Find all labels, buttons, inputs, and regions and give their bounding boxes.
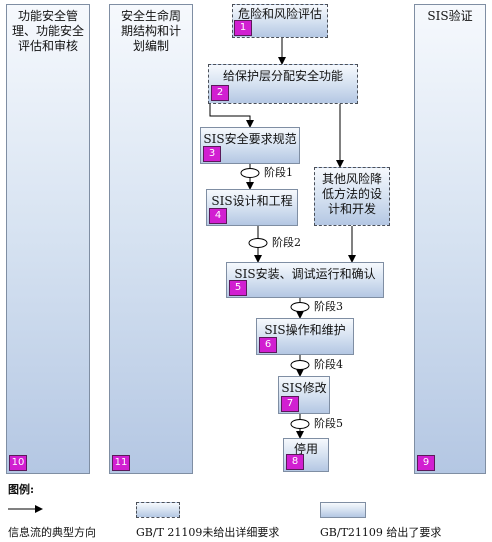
column-11-badge: 11 — [112, 455, 130, 471]
step-5-badge: 5 — [229, 280, 247, 296]
column-10-title: 功能安全管理、功能安全评估和审核 — [11, 9, 84, 53]
column-9-badge: 9 — [417, 455, 435, 471]
step-sis-design-engineering: SIS设计和工程 4 — [206, 189, 298, 226]
column-11-title: 安全生命周期结构和计划编制 — [120, 9, 181, 53]
column-9-title: SIS验证 — [427, 9, 473, 23]
step-2-badge: 2 — [211, 85, 229, 101]
phase-1-marker — [240, 168, 260, 178]
phase-5-marker — [290, 419, 310, 429]
step-8-label: 停用 — [293, 442, 318, 456]
step-7-label: SIS修改 — [281, 381, 327, 395]
phase-3-marker — [290, 302, 310, 312]
legend-solid-swatch — [320, 502, 366, 518]
phase-2-label: 阶段2 — [272, 236, 301, 249]
phase-5-label: 阶段5 — [314, 417, 343, 430]
step-3-label: SIS安全要求规范 — [203, 132, 297, 146]
step-8-badge: 8 — [286, 454, 304, 470]
step-allocate-safety-functions: 给保护层分配安全功能 2 — [208, 64, 358, 104]
column-sis-verification: SIS验证 9 — [414, 4, 486, 474]
step-decommissioning: 停用 8 — [283, 438, 329, 472]
legend-dashed-swatch — [136, 502, 180, 518]
column-10-badge: 10 — [9, 455, 27, 471]
step-2-label: 给保护层分配安全功能 — [222, 69, 343, 83]
legend-dashed-text: GB/T 21109未给出详细要求 — [136, 526, 280, 539]
step-6-label: SIS操作和维护 — [264, 323, 346, 337]
step-4-badge: 4 — [209, 208, 227, 224]
legend-solid-text: GB/T21109 给出了要求 — [320, 526, 442, 539]
step-3-badge: 3 — [203, 146, 221, 162]
step-hazard-risk-assessment: 危险和风险评估 1 — [232, 4, 328, 38]
column-lifecycle-structure: 安全生命周期结构和计划编制 11 — [109, 4, 193, 474]
step-1-badge: 1 — [234, 20, 252, 36]
column-functional-safety-management: 功能安全管理、功能安全评估和审核 10 — [6, 4, 90, 474]
step-1-label: 危险和风险评估 — [237, 7, 322, 21]
phase-4-label: 阶段4 — [314, 358, 343, 371]
step-sis-install-commission-validate: SIS安装、调试运行和确认 5 — [226, 262, 384, 298]
step-other-risk-reduction: 其他风险降低方法的设计和开发 — [314, 167, 390, 226]
legend-arrow-text: 信息流的典型方向 — [8, 526, 96, 539]
phase-3-label: 阶段3 — [314, 300, 343, 313]
step-7-badge: 7 — [281, 396, 299, 412]
legend-title: 图例: — [8, 483, 35, 496]
step-6-badge: 6 — [259, 337, 277, 353]
step-sis-operation-maintenance: SIS操作和维护 6 — [256, 318, 354, 355]
step-5-label: SIS安装、调试运行和确认 — [234, 267, 376, 281]
step-sis-safety-requirements: SIS安全要求规范 3 — [200, 127, 300, 164]
other-risk-reduction-label: 其他风险降低方法的设计和开发 — [321, 172, 382, 216]
phase-4-marker — [290, 360, 310, 370]
phase-1-label: 阶段1 — [264, 166, 293, 179]
step-4-label: SIS设计和工程 — [211, 194, 293, 208]
step-sis-modification: SIS修改 7 — [278, 376, 330, 414]
phase-2-marker — [248, 238, 268, 248]
